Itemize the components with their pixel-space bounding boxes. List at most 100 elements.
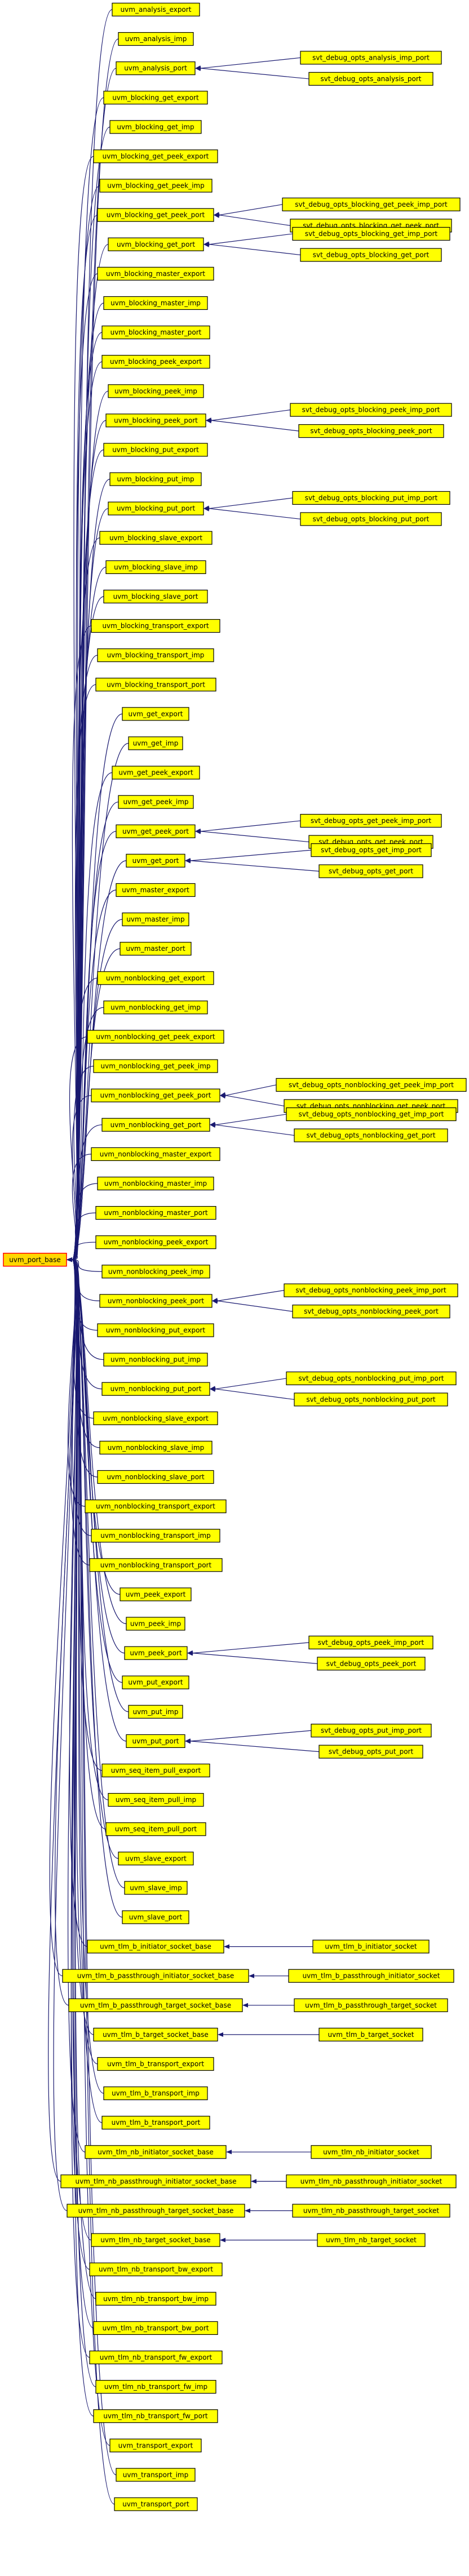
- class-node-svt-debug-opts-nonblocking-get-port[interactable]: svt_debug_opts_nonblocking_get_port: [294, 1128, 448, 1142]
- class-node-uvm-tlm-nb-initiator-socket-base[interactable]: uvm_tlm_nb_initiator_socket_base: [85, 2145, 227, 2159]
- class-node-uvm-blocking-master-imp[interactable]: uvm_blocking_master_imp: [103, 296, 208, 310]
- class-node-svt-debug-opts-nonblocking-get-peek-imp-port[interactable]: svt_debug_opts_nonblocking_get_peek_imp_…: [276, 1078, 467, 1092]
- class-node-uvm-master-port[interactable]: uvm_master_port: [120, 942, 192, 956]
- class-node-uvm-analysis-imp[interactable]: uvm_analysis_imp: [118, 32, 194, 46]
- class-node-svt-debug-opts-peek-imp-port[interactable]: svt_debug_opts_peek_imp_port: [308, 1635, 433, 1649]
- class-node-uvm-peek-port[interactable]: uvm_peek_port: [124, 1646, 188, 1660]
- class-node-uvm-tlm-b-passthrough-target-socket[interactable]: uvm_tlm_b_passthrough_target_socket: [294, 1998, 448, 2012]
- class-node-uvm-tlm-b-transport-imp[interactable]: uvm_tlm_b_transport_imp: [103, 2086, 208, 2101]
- class-node-svt-debug-opts-get-peek-imp-port[interactable]: svt_debug_opts_get_peek_imp_port: [300, 813, 442, 828]
- class-node-uvm-blocking-get-port[interactable]: uvm_blocking_get_port: [108, 237, 204, 251]
- class-node-uvm-tlm-nb-passthrough-initiator-socket-base[interactable]: uvm_tlm_nb_passthrough_initiator_socket_…: [60, 2174, 251, 2188]
- class-node-uvm-master-export[interactable]: uvm_master_export: [116, 883, 196, 897]
- class-node-svt-debug-opts-blocking-get-port[interactable]: svt_debug_opts_blocking_get_port: [300, 248, 442, 262]
- class-node-uvm-nonblocking-peek-imp[interactable]: uvm_nonblocking_peek_imp: [101, 1265, 210, 1279]
- class-node-svt-debug-opts-blocking-get-peek-imp-port[interactable]: svt_debug_opts_blocking_get_peek_imp_por…: [282, 197, 461, 212]
- class-node-uvm-tlm-nb-transport-bw-port[interactable]: uvm_tlm_nb_transport_bw_port: [93, 2321, 218, 2335]
- class-node-svt-debug-opts-blocking-put-imp-port[interactable]: svt_debug_opts_blocking_put_imp_port: [292, 491, 450, 505]
- class-node-uvm-tlm-nb-passthrough-target-socket-base[interactable]: uvm_tlm_nb_passthrough_target_socket_bas…: [67, 2204, 245, 2218]
- class-node-uvm-tlm-nb-transport-fw-port[interactable]: uvm_tlm_nb_transport_fw_port: [93, 2409, 218, 2423]
- class-node-uvm-blocking-peek-imp[interactable]: uvm_blocking_peek_imp: [108, 384, 204, 398]
- class-node-uvm-get-peek-port[interactable]: uvm_get_peek_port: [116, 824, 196, 838]
- class-node-svt-debug-opts-nonblocking-peek-imp-port[interactable]: svt_debug_opts_nonblocking_peek_imp_port: [284, 1283, 458, 1297]
- class-node-uvm-nonblocking-slave-imp[interactable]: uvm_nonblocking_slave_imp: [99, 1440, 213, 1454]
- class-node-uvm-nonblocking-slave-export[interactable]: uvm_nonblocking_slave_export: [93, 1411, 218, 1425]
- class-node-uvm-nonblocking-master-export[interactable]: uvm_nonblocking_master_export: [91, 1147, 220, 1162]
- class-node-uvm-nonblocking-put-port[interactable]: uvm_nonblocking_put_port: [101, 1382, 210, 1396]
- class-node-uvm-nonblocking-get-peek-imp[interactable]: uvm_nonblocking_get_peek_imp: [93, 1059, 218, 1073]
- class-node-svt-debug-opts-blocking-peek-port[interactable]: svt_debug_opts_blocking_peek_port: [298, 424, 444, 438]
- class-node-uvm-seq-item-pull-port[interactable]: uvm_seq_item_pull_port: [105, 1822, 206, 1836]
- class-node-uvm-master-imp[interactable]: uvm_master_imp: [122, 912, 189, 927]
- class-node-uvm-blocking-master-port[interactable]: uvm_blocking_master_port: [101, 325, 210, 340]
- class-node-svt-debug-opts-get-port[interactable]: svt_debug_opts_get_port: [318, 864, 423, 878]
- class-node-uvm-slave-export[interactable]: uvm_slave_export: [118, 1852, 194, 1866]
- class-node-uvm-slave-port[interactable]: uvm_slave_port: [122, 1910, 189, 1924]
- class-node-uvm-blocking-get-peek-export[interactable]: uvm_blocking_get_peek_export: [93, 149, 218, 163]
- class-node-uvm-blocking-put-export[interactable]: uvm_blocking_put_export: [103, 443, 208, 457]
- class-node-uvm-blocking-put-port[interactable]: uvm_blocking_put_port: [108, 501, 204, 515]
- class-node-uvm-nonblocking-put-imp[interactable]: uvm_nonblocking_put_imp: [103, 1352, 208, 1367]
- class-node-uvm-tlm-nb-target-socket[interactable]: uvm_tlm_nb_target_socket: [317, 2233, 426, 2247]
- class-node-uvm-nonblocking-get-peek-export[interactable]: uvm_nonblocking_get_peek_export: [87, 1030, 224, 1044]
- class-node-uvm-tlm-b-passthrough-target-socket-base[interactable]: uvm_tlm_b_passthrough_target_socket_base: [68, 1998, 243, 2012]
- class-node-uvm-nonblocking-master-imp[interactable]: uvm_nonblocking_master_imp: [97, 1176, 214, 1191]
- class-node-uvm-blocking-master-export[interactable]: uvm_blocking_master_export: [97, 266, 214, 281]
- class-node-uvm-peek-imp[interactable]: uvm_peek_imp: [126, 1617, 185, 1631]
- class-node-uvm-blocking-slave-export[interactable]: uvm_blocking_slave_export: [99, 531, 213, 545]
- class-node-uvm-peek-export[interactable]: uvm_peek_export: [120, 1587, 192, 1601]
- class-node-uvm-blocking-transport-imp[interactable]: uvm_blocking_transport_imp: [97, 648, 214, 662]
- class-node-uvm-nonblocking-master-port[interactable]: uvm_nonblocking_master_port: [95, 1206, 216, 1220]
- class-node-uvm-blocking-peek-port[interactable]: uvm_blocking_peek_port: [105, 413, 206, 428]
- class-node-uvm-nonblocking-peek-port[interactable]: uvm_nonblocking_peek_port: [99, 1294, 213, 1308]
- class-node-uvm-nonblocking-get-port[interactable]: uvm_nonblocking_get_port: [101, 1118, 210, 1132]
- class-node-uvm-tlm-b-target-socket[interactable]: uvm_tlm_b_target_socket: [318, 2027, 423, 2041]
- class-node-uvm-nonblocking-transport-imp[interactable]: uvm_nonblocking_transport_imp: [91, 1529, 220, 1543]
- class-node-uvm-nonblocking-get-peek-port[interactable]: uvm_nonblocking_get_peek_port: [91, 1088, 220, 1102]
- class-node-svt-debug-opts-put-port[interactable]: svt_debug_opts_put_port: [318, 1745, 423, 1759]
- class-node-svt-debug-opts-get-imp-port[interactable]: svt_debug_opts_get_imp_port: [311, 843, 432, 857]
- class-node-uvm-tlm-b-target-socket-base[interactable]: uvm_tlm_b_target_socket_base: [93, 2027, 218, 2041]
- class-node-uvm-get-export[interactable]: uvm_get_export: [122, 707, 189, 721]
- class-node-svt-debug-opts-analysis-imp-port[interactable]: svt_debug_opts_analysis_imp_port: [300, 51, 442, 65]
- class-node-uvm-tlm-b-transport-port[interactable]: uvm_tlm_b_transport_port: [101, 2116, 210, 2130]
- class-node-uvm-slave-imp[interactable]: uvm_slave_imp: [124, 1881, 188, 1895]
- class-node-uvm-put-export[interactable]: uvm_put_export: [122, 1675, 189, 1689]
- class-node-uvm-tlm-nb-transport-bw-export[interactable]: uvm_tlm_nb_transport_bw_export: [89, 2262, 223, 2276]
- class-node-uvm-port-base[interactable]: uvm_port_base: [3, 1253, 67, 1267]
- class-node-svt-debug-opts-blocking-put-port[interactable]: svt_debug_opts_blocking_put_port: [300, 512, 442, 526]
- class-node-uvm-get-peek-export[interactable]: uvm_get_peek_export: [112, 766, 200, 780]
- class-node-uvm-tlm-nb-transport-fw-imp[interactable]: uvm_tlm_nb_transport_fw_imp: [95, 2380, 216, 2394]
- class-node-uvm-tlm-b-initiator-socket-base[interactable]: uvm_tlm_b_initiator_socket_base: [87, 1939, 224, 1954]
- class-node-uvm-put-imp[interactable]: uvm_put_imp: [128, 1705, 183, 1719]
- class-node-uvm-blocking-get-imp[interactable]: uvm_blocking_get_imp: [109, 120, 202, 134]
- class-node-uvm-seq-item-pull-imp[interactable]: uvm_seq_item_pull_imp: [108, 1793, 204, 1807]
- class-node-uvm-blocking-get-peek-port[interactable]: uvm_blocking_get_peek_port: [97, 208, 214, 222]
- class-node-uvm-get-peek-imp[interactable]: uvm_get_peek_imp: [118, 795, 194, 809]
- class-node-uvm-tlm-b-transport-export[interactable]: uvm_tlm_b_transport_export: [97, 2057, 214, 2071]
- class-node-uvm-put-port[interactable]: uvm_put_port: [126, 1734, 185, 1748]
- class-node-svt-debug-opts-peek-port[interactable]: svt_debug_opts_peek_port: [317, 1657, 426, 1671]
- class-node-uvm-tlm-b-passthrough-initiator-socket[interactable]: uvm_tlm_b_passthrough_initiator_socket: [288, 1969, 454, 1983]
- class-node-uvm-blocking-slave-port[interactable]: uvm_blocking_slave_port: [103, 589, 208, 604]
- class-node-uvm-tlm-nb-passthrough-target-socket[interactable]: uvm_tlm_nb_passthrough_target_socket: [292, 2204, 450, 2218]
- class-node-uvm-tlm-nb-transport-fw-export[interactable]: uvm_tlm_nb_transport_fw_export: [89, 2350, 223, 2365]
- class-node-uvm-nonblocking-peek-export[interactable]: uvm_nonblocking_peek_export: [95, 1235, 216, 1249]
- class-node-svt-debug-opts-nonblocking-put-imp-port[interactable]: svt_debug_opts_nonblocking_put_imp_port: [286, 1371, 457, 1386]
- class-node-uvm-transport-export[interactable]: uvm_transport_export: [109, 2439, 202, 2453]
- class-node-uvm-nonblocking-put-export[interactable]: uvm_nonblocking_put_export: [97, 1323, 214, 1337]
- class-node-uvm-tlm-nb-passthrough-initiator-socket[interactable]: uvm_tlm_nb_passthrough_initiator_socket: [286, 2174, 457, 2188]
- class-node-uvm-analysis-export[interactable]: uvm_analysis_export: [112, 2, 200, 17]
- class-node-uvm-get-port[interactable]: uvm_get_port: [126, 853, 185, 868]
- class-node-uvm-blocking-peek-export[interactable]: uvm_blocking_peek_export: [101, 355, 210, 369]
- class-node-svt-debug-opts-blocking-peek-imp-port[interactable]: svt_debug_opts_blocking_peek_imp_port: [290, 403, 452, 417]
- class-node-uvm-nonblocking-slave-port[interactable]: uvm_nonblocking_slave_port: [97, 1470, 214, 1484]
- class-node-uvm-tlm-b-passthrough-initiator-socket-base[interactable]: uvm_tlm_b_passthrough_initiator_socket_b…: [62, 1969, 249, 1983]
- class-node-uvm-transport-imp[interactable]: uvm_transport_imp: [116, 2468, 196, 2482]
- class-node-uvm-tlm-b-initiator-socket[interactable]: uvm_tlm_b_initiator_socket: [312, 1939, 430, 1954]
- class-node-uvm-blocking-put-imp[interactable]: uvm_blocking_put_imp: [109, 472, 202, 486]
- class-node-uvm-seq-item-pull-export[interactable]: uvm_seq_item_pull_export: [101, 1763, 210, 1778]
- class-node-svt-debug-opts-analysis-port[interactable]: svt_debug_opts_analysis_port: [308, 72, 433, 86]
- class-node-uvm-nonblocking-transport-port[interactable]: uvm_nonblocking_transport_port: [89, 1558, 223, 1572]
- class-node-uvm-tlm-nb-target-socket-base[interactable]: uvm_tlm_nb_target_socket_base: [91, 2233, 220, 2247]
